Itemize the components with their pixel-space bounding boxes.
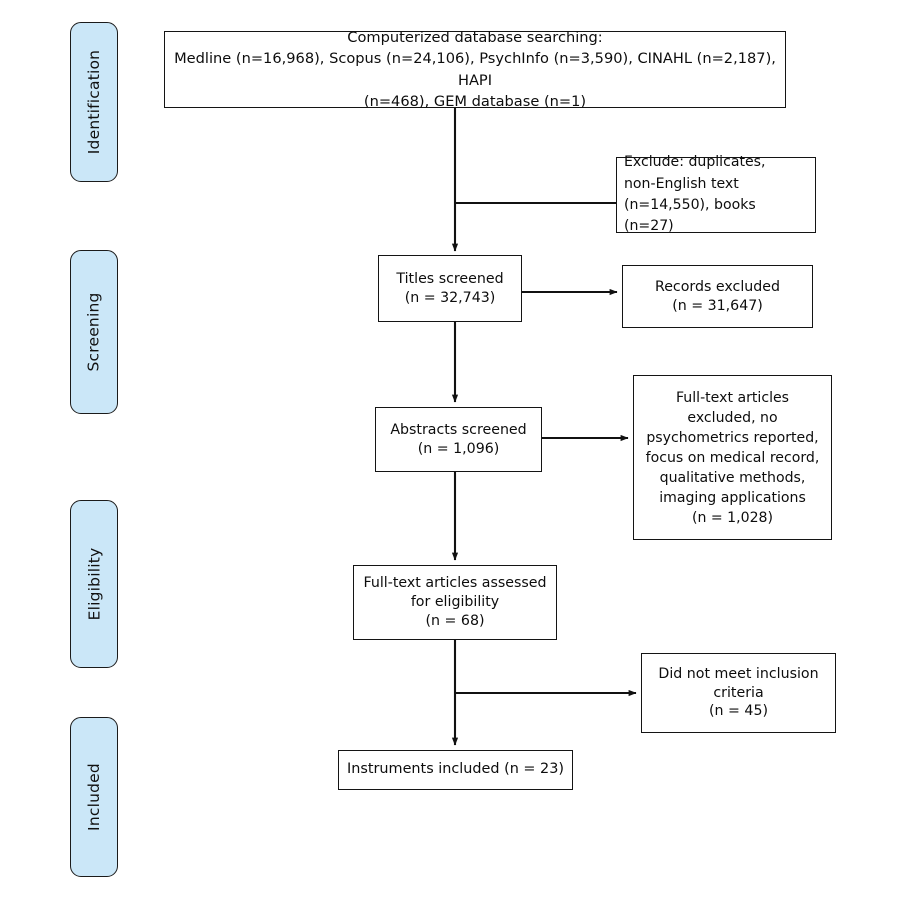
node-database-searching: Computerized database searching: Medline…: [164, 29, 786, 110]
stage-tab-identification: Identification: [70, 22, 118, 182]
node-did-not-meet-criteria-text: Did not meet inclusion criteria (n = 45): [658, 665, 819, 720]
stage-tab-eligibility: Eligibility: [70, 500, 118, 668]
node-records-excluded: Records excluded (n = 31,647): [622, 265, 813, 328]
node-fulltext-articles-excluded: Full-text articles excluded, no psychome…: [633, 375, 832, 540]
node-database-searching-text: Computerized database searching: Medline…: [174, 29, 776, 110]
node-titles-screened-text: Titles screened (n = 32,743): [396, 270, 504, 306]
node-instruments-included: Instruments included (n = 23): [338, 750, 573, 790]
node-abstracts-screened-text: Abstracts screened (n = 1,096): [390, 421, 527, 457]
node-did-not-meet-criteria: Did not meet inclusion criteria (n = 45): [641, 653, 836, 733]
node-abstracts-screened: Abstracts screened (n = 1,096): [375, 407, 542, 472]
node-fulltext-articles-excluded-text: Full-text articles excluded, no psychome…: [645, 389, 820, 526]
stage-tab-included: Included: [70, 717, 118, 877]
node-titles-screened: Titles screened (n = 32,743): [378, 255, 522, 322]
stage-label-eligibility: Eligibility: [85, 547, 104, 621]
node-fulltext-articles-assessed-text: Full-text articles assessed for eligibil…: [363, 575, 547, 629]
node-exclude-duplicates-text: Exclude: duplicates, non-English text (n…: [624, 154, 766, 235]
stage-label-identification: Identification: [85, 49, 103, 155]
node-fulltext-articles-assessed: Full-text articles assessed for eligibil…: [353, 565, 557, 640]
node-instruments-included-text: Instruments included (n = 23): [347, 761, 564, 778]
node-records-excluded-text: Records excluded (n = 31,647): [654, 278, 781, 314]
node-exclude-duplicates: Exclude: duplicates, non-English text (n…: [616, 154, 816, 234]
stage-label-screening: Screening: [85, 292, 103, 372]
stage-tab-screening: Screening: [70, 250, 118, 414]
stage-label-included: Included: [85, 763, 103, 831]
